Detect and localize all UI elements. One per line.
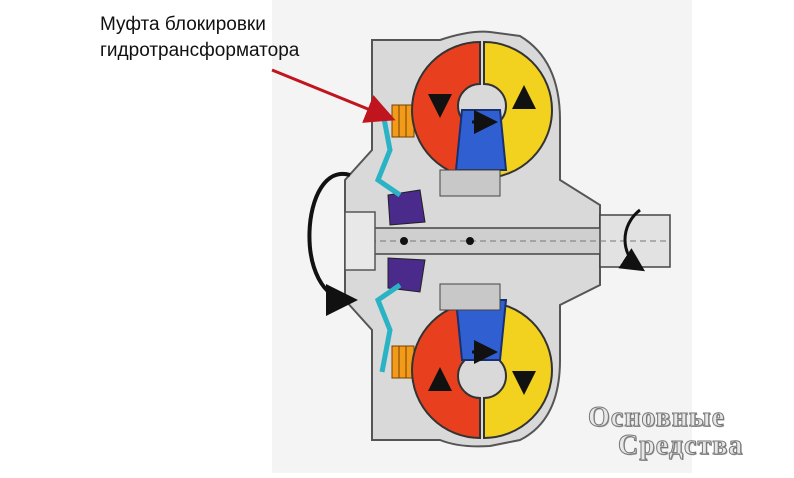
crankshaft-hub <box>345 212 375 270</box>
stator-hub-lower <box>440 284 500 310</box>
damper-hub-upper <box>388 190 425 225</box>
shaft-bearing <box>466 237 474 245</box>
shaft-bearing <box>400 237 408 245</box>
callout-line-2: гидротрансформатора <box>100 38 299 64</box>
lockup-clutch-lower <box>392 346 414 378</box>
stator-upper <box>456 110 506 170</box>
callout-line-1: Муфта блокировки <box>100 12 299 38</box>
callout-label: Муфта блокировки гидротрансформатора <box>100 12 299 64</box>
lockup-clutch-upper <box>392 105 414 137</box>
watermark-logo: Основные Средства <box>580 398 794 473</box>
stator-hub-upper <box>440 170 500 196</box>
logo-line-2: Средства <box>618 430 743 462</box>
